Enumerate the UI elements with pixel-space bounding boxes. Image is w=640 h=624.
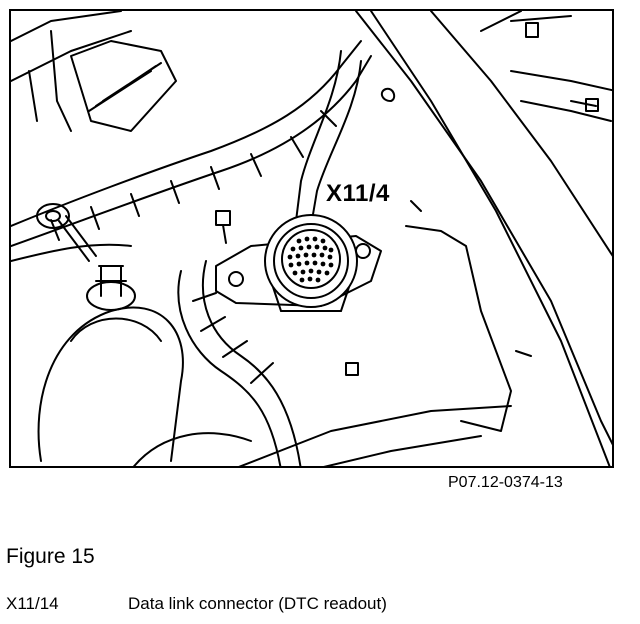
connector-callout-label: X11/4 (324, 180, 392, 208)
upper-left-bracket (11, 11, 177, 132)
figure-title: Figure 15 (6, 545, 95, 568)
wiring-harness (11, 40, 372, 262)
bolt-washer (36, 203, 97, 262)
engine-bay-illustration: X11/4 (9, 9, 614, 468)
chassis-panel (355, 11, 612, 466)
strut-tower (37, 265, 184, 462)
hose-loop (133, 260, 302, 466)
small-fasteners (215, 22, 599, 376)
legend-description: Data link connector (DTC readout) (128, 594, 387, 613)
diagnostic-connector (264, 214, 358, 312)
legend-code: X11/14 (6, 594, 59, 613)
line-drawing (11, 11, 612, 466)
figure-reference-code: P07.12-0374-13 (448, 474, 563, 491)
legend-row: X11/14 Data link connector (DTC readout) (6, 594, 387, 614)
cross-member (238, 405, 512, 466)
